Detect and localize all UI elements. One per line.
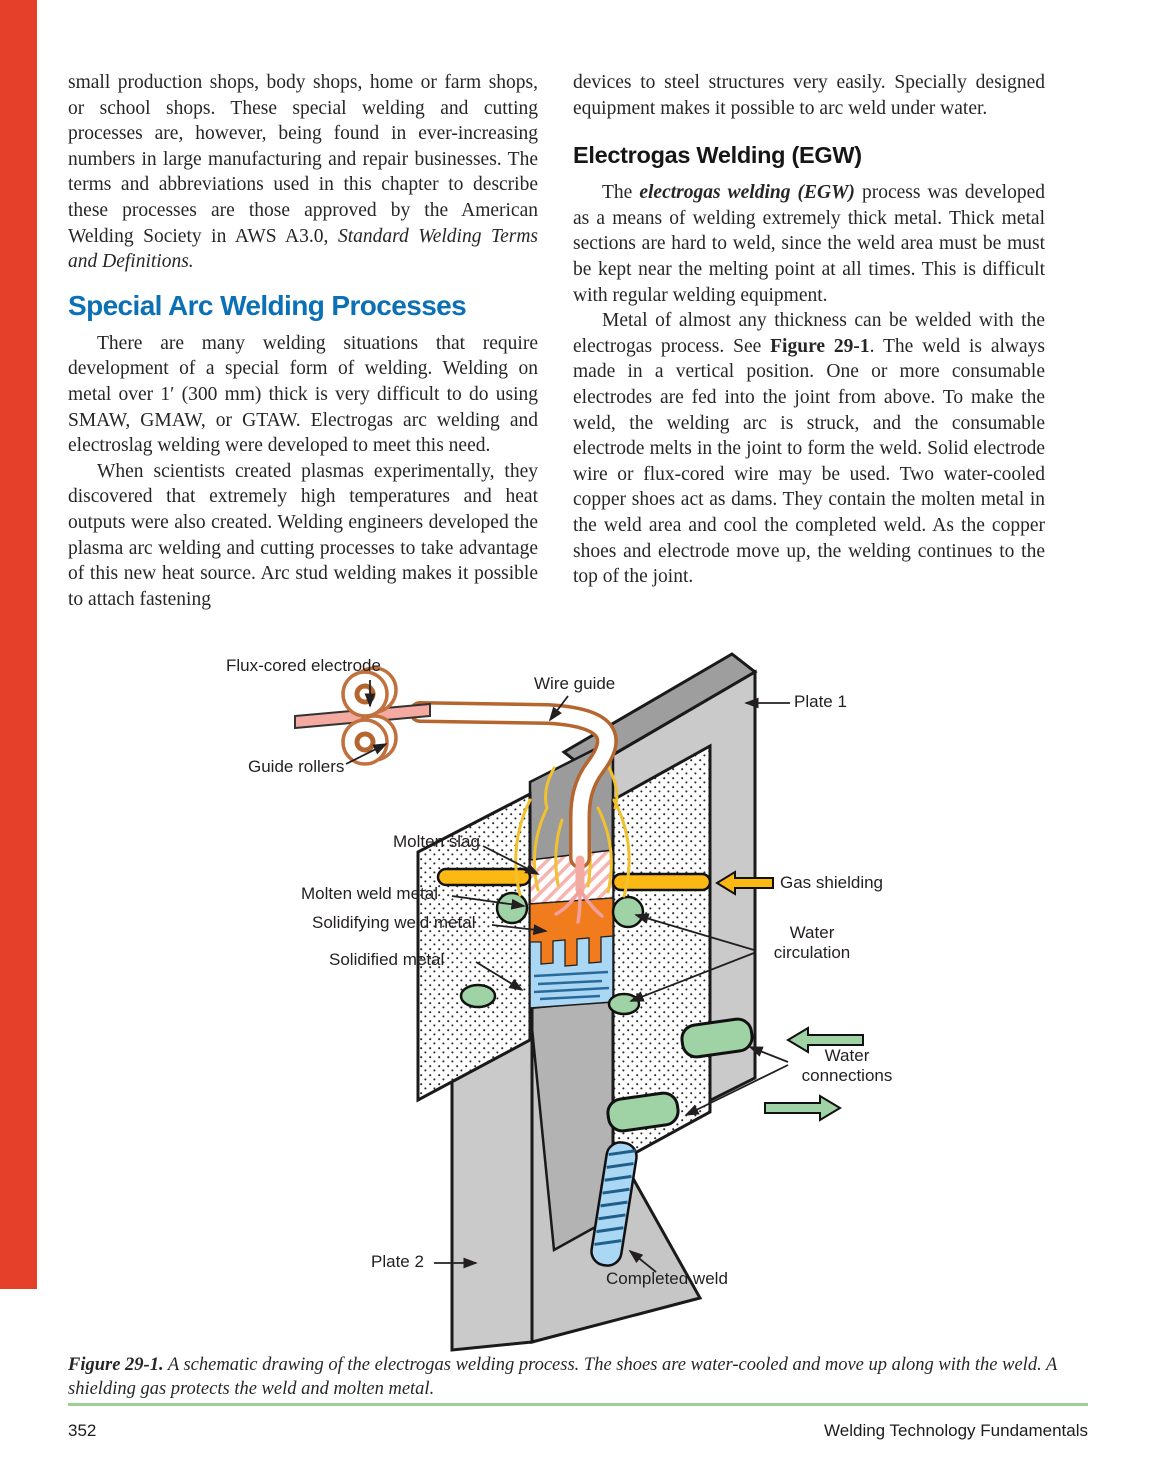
- label-line: circulation: [773, 943, 851, 962]
- book-title-italic: Standard Welding Terms and Definitions.: [68, 225, 538, 273]
- section-heading: Special Arc Welding Processes: [68, 289, 467, 321]
- label-solidified-metal: Solidified metal: [329, 950, 445, 969]
- label-line: connections: [801, 1066, 893, 1085]
- plate2-face: [450, 995, 534, 1352]
- gas-shielding-arrow: [715, 870, 774, 896]
- paragraph: small production shops, body shops, home…: [68, 70, 538, 275]
- water-out-arrow: [764, 1094, 842, 1122]
- back-shoe: [611, 743, 712, 1168]
- guide-rollers-shape: [341, 666, 398, 766]
- paragraph-text: . The weld is always made in a vertical …: [573, 335, 1045, 588]
- plate1-face: [585, 669, 757, 1165]
- figure-caption-label: Figure 29-1.: [68, 1355, 164, 1375]
- water-pipe-lower: [606, 1091, 680, 1133]
- plate2-top-face: [433, 984, 535, 1040]
- molten-weld-region: [529, 897, 614, 967]
- wire-guide-tube-outline: [409, 701, 618, 869]
- label-gas-shielding: Gas shielding: [780, 873, 884, 892]
- arc-spray: [554, 888, 604, 924]
- term-emphasis: electrogas welding (EGW): [639, 182, 855, 204]
- figure-caption-text: A schematic drawing of the electrogas we…: [68, 1355, 1057, 1399]
- right-column: devices to steel structures very easily.…: [573, 70, 1045, 590]
- electrode-strip: [294, 702, 431, 730]
- label-wire-guide: Wire guide: [534, 674, 616, 693]
- paragraph-text: process was developed as a means of weld…: [573, 182, 1045, 306]
- label-line: Water: [789, 923, 835, 942]
- solidified-metal-lines: [533, 970, 610, 1001]
- left-column: small production shops, body shops, home…: [68, 70, 538, 612]
- paragraph-text: small production shops, body shops, home…: [68, 72, 538, 247]
- label-completed-weld: Completed weld: [606, 1269, 728, 1288]
- label-guide-rollers: Guide rollers: [248, 757, 345, 776]
- label-flux-cored-electrode: Flux-cored electrode: [226, 656, 381, 675]
- water-in-arrow: [786, 1026, 864, 1054]
- paragraph-text: The: [602, 182, 640, 204]
- page-footer: 352 Welding Technology Fundamentals: [68, 1421, 1088, 1441]
- molten-slag-region: [529, 849, 614, 905]
- paragraph: When scientists created plasmas experime…: [68, 460, 538, 610]
- water-channel: [459, 983, 497, 1009]
- front-shoe: [416, 791, 532, 1103]
- paragraph: The electrogas welding (EGW) process was…: [573, 180, 1045, 308]
- paragraph: There are many welding situations that r…: [68, 332, 538, 457]
- solidifying-weld-region: [529, 897, 614, 1009]
- book-title: Welding Technology Fundamentals: [824, 1421, 1088, 1440]
- leader-lines: [345, 680, 790, 1273]
- completed-weld-bead: [590, 1141, 638, 1267]
- water-channel: [611, 895, 645, 929]
- paragraph: Metal of almost any thickness can be wel…: [573, 308, 1045, 590]
- paragraph: devices to steel structures very easily.…: [573, 72, 1045, 119]
- water-channel: [607, 992, 641, 1016]
- chapter-edge-bar: [0, 0, 37, 1289]
- plate2-bevel-face: [530, 992, 703, 1344]
- figure-caption: Figure 29-1. A schematic drawing of the …: [68, 1354, 1088, 1401]
- joint-root-band: [528, 998, 628, 1253]
- figure-reference: Figure 29-1: [770, 335, 870, 357]
- gas-tube-right: [611, 872, 712, 892]
- arc-glow-rays: [514, 764, 631, 898]
- gas-tube-left: [436, 867, 532, 887]
- water-channel: [495, 891, 529, 925]
- joint-opening: [528, 737, 615, 866]
- label-line: Water: [824, 1046, 870, 1065]
- subsection-heading: Electrogas Welding (EGW): [573, 142, 862, 169]
- wire-guide-tube: [412, 704, 615, 866]
- label-plate-1: Plate 1: [794, 692, 847, 711]
- label-solidifying-weld-metal: Solidifying weld metal: [312, 913, 476, 932]
- plate1-top-face: [561, 652, 758, 772]
- water-pipe-upper: [680, 1017, 754, 1059]
- paragraph-text: Metal of almost any thickness can be wel…: [573, 310, 1045, 357]
- figure-drawing: [294, 652, 864, 1352]
- label-molten-weld-metal: Molten weld metal: [301, 884, 439, 903]
- footer-rule: [68, 1403, 1088, 1406]
- page-number: 352: [68, 1421, 97, 1440]
- label-molten-slag: Molten slag: [393, 832, 480, 851]
- label-plate-2: Plate 2: [371, 1252, 424, 1271]
